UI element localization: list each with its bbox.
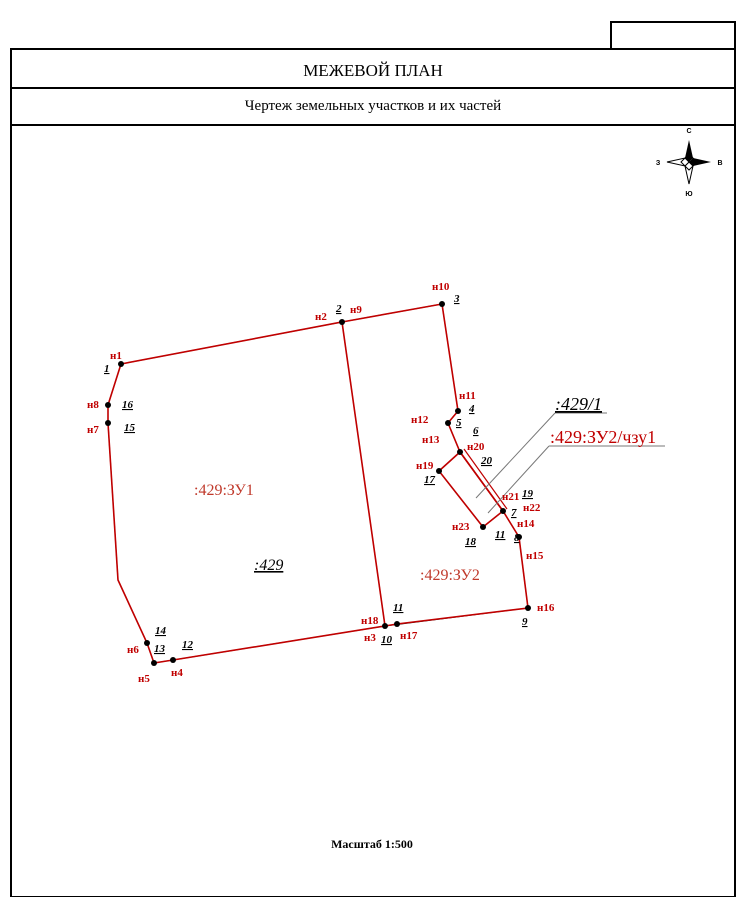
callout-label-429-1: :429/1 xyxy=(555,394,602,414)
drawing-subtitle: Чертеж земельных участков и их частей xyxy=(245,98,501,114)
point-marker xyxy=(516,534,522,540)
scale-label: Масштаб 1:500 xyxy=(331,837,413,851)
point-label-new: н15 xyxy=(526,550,544,562)
point-label-new: н20 xyxy=(467,441,485,453)
point-marker xyxy=(525,605,531,611)
point-label-existing: 14 xyxy=(155,625,167,637)
point-label-existing: 10 xyxy=(381,634,393,646)
point-label-existing: 4 xyxy=(468,403,475,415)
point-label-new: н19 xyxy=(416,460,434,472)
point-marker xyxy=(394,621,400,627)
sheet-frame xyxy=(10,48,736,897)
point-label-existing: 8 xyxy=(514,532,520,544)
point-label-existing: 18 xyxy=(465,536,477,548)
point-label-new: н14 xyxy=(517,518,535,530)
point-label-existing: 2 xyxy=(335,303,342,315)
point-marker xyxy=(339,319,345,325)
point-label-new: н3 xyxy=(364,632,376,644)
point-marker xyxy=(105,402,111,408)
compass-east: В xyxy=(717,160,722,167)
point-label-new: н7 xyxy=(87,424,99,436)
point-label-existing: 15 xyxy=(124,422,136,434)
point-label-new: н9 xyxy=(350,304,362,316)
point-label-existing: 6 xyxy=(473,425,479,437)
point-label-existing: 12 xyxy=(182,639,194,651)
point-marker xyxy=(105,420,111,426)
compass-south: Ю xyxy=(685,191,692,198)
document-title: МЕЖЕВОЙ ПЛАН xyxy=(303,61,443,80)
point-label-new: н10 xyxy=(432,281,450,293)
point-marker xyxy=(457,449,463,455)
point-label-new: н6 xyxy=(127,644,139,656)
callout-line-chzu1 xyxy=(487,445,550,514)
point-label-new: н23 xyxy=(452,521,470,533)
compass-north: С xyxy=(686,128,691,135)
point-marker xyxy=(144,640,150,646)
callout-label-chzu1: :429:ЗУ2/чзу1 xyxy=(550,427,656,447)
new-boundary-zu1 xyxy=(107,321,386,664)
part-offset-line xyxy=(463,448,508,510)
existing-boundary-429 xyxy=(107,303,529,664)
compass-west: З xyxy=(656,160,661,167)
point-marker xyxy=(455,408,461,414)
point-marker xyxy=(436,468,442,474)
point-label-new: н1 xyxy=(110,350,122,362)
point-label-existing: 19 xyxy=(522,488,534,500)
point-markers xyxy=(105,301,531,666)
point-label-existing: 13 xyxy=(154,643,166,655)
point-marker xyxy=(118,361,124,367)
point-marker xyxy=(480,524,486,530)
point-marker xyxy=(382,623,388,629)
point-label-new: н22 xyxy=(523,502,541,514)
point-label-new: н21 xyxy=(502,491,519,503)
point-label-existing: 5 xyxy=(456,417,462,429)
point-marker xyxy=(439,301,445,307)
point-marker xyxy=(500,508,506,514)
point-label-existing: 20 xyxy=(480,455,493,467)
point-label-existing: 7 xyxy=(511,507,517,519)
point-label-new: н11 xyxy=(459,390,476,402)
parcel-label-zu2: :429:ЗУ2 xyxy=(420,567,480,584)
point-label-existing: 16 xyxy=(122,399,134,411)
point-label-new: н16 xyxy=(537,602,555,614)
point-marker xyxy=(170,657,176,663)
point-label-new: н12 xyxy=(411,414,429,426)
compass-rose-icon: С Ю З В xyxy=(656,128,723,198)
point-label-existing: 11 xyxy=(393,602,403,614)
point-label-new: н13 xyxy=(422,434,440,446)
point-marker xyxy=(151,660,157,666)
parcel-label-zu1: :429:ЗУ1 xyxy=(194,482,254,499)
point-marker xyxy=(445,420,451,426)
point-label-new: н4 xyxy=(171,667,183,679)
callout-line-429-1 xyxy=(475,412,556,499)
point-label-existing: 11 xyxy=(495,529,505,541)
point-label-new: н2 xyxy=(315,311,327,323)
point-label-existing: 1 xyxy=(104,363,110,375)
point-label-new: н18 xyxy=(361,615,379,627)
point-label-new: н17 xyxy=(400,630,418,642)
point-label-existing: 9 xyxy=(522,616,528,628)
point-label-existing: 17 xyxy=(424,474,436,486)
stamp-box xyxy=(610,21,736,50)
parcel-label-main: :429 xyxy=(254,557,283,574)
point-label-new: н8 xyxy=(87,399,99,411)
point-label-new: н5 xyxy=(138,673,150,685)
point-label-existing: 3 xyxy=(453,293,460,305)
